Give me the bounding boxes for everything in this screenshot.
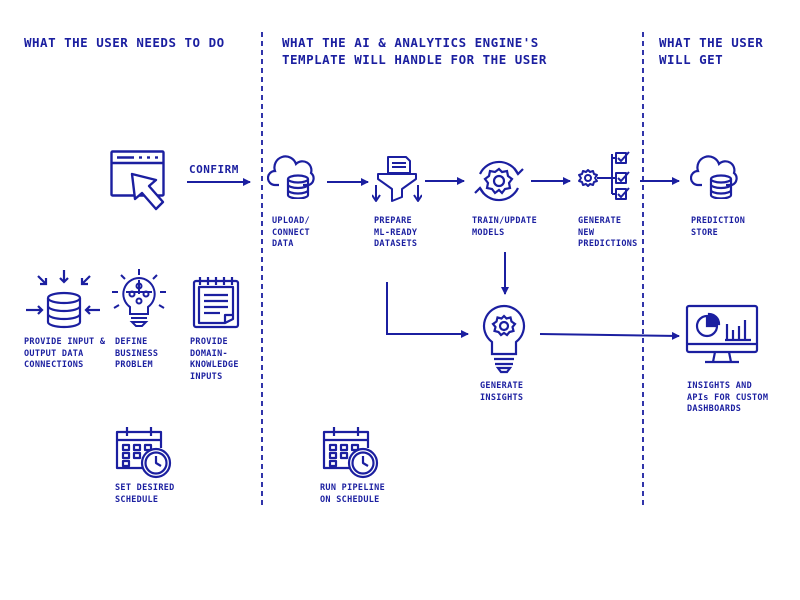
database-connections-icon <box>26 270 100 329</box>
label-knowledge: PROVIDE DOMAIN- KNOWLEDGE INPUTS <box>190 337 239 382</box>
calendar-clock-icon <box>115 427 172 479</box>
insights-lightbulb-icon <box>482 304 526 374</box>
header-user-gets: WHAT THE USER WILL GET <box>659 35 764 67</box>
label-schedule: SET DESIRED SCHEDULE <box>115 483 175 505</box>
label-pipeline: RUN PIPELINE ON SCHEDULE <box>320 483 386 505</box>
label-store: PREDICTION STORE <box>691 216 746 238</box>
browser-cursor-icon <box>110 150 165 211</box>
label-connections: PROVIDE INPUT & OUTPUT DATA CONNECTIONS <box>24 337 106 370</box>
confirm-label: CONFIRM <box>189 163 239 176</box>
label-predict: GENERATE NEW PREDICTIONS <box>578 216 638 249</box>
label-problem: DEFINE BUSINESS PROBLEM <box>115 337 159 370</box>
label-prepare: PREPARE ML-READY DATASETS <box>374 216 418 249</box>
calendar-clock-pipeline-icon <box>322 427 379 479</box>
lightbulb-puzzle-icon <box>112 269 166 327</box>
label-dashboards: INSIGHTS AND APIs FOR CUSTOM DASHBOARDS <box>687 381 769 414</box>
label-train: TRAIN/UPDATE MODELS <box>472 216 538 238</box>
header-engine-handles: WHAT THE AI & ANALYTICS ENGINE'S TEMPLAT… <box>282 35 547 67</box>
document-notes-icon <box>192 277 240 329</box>
gear-cycle-icon <box>474 160 524 202</box>
label-insights: GENERATE INSIGHTS <box>480 381 524 403</box>
gear-checklist-icon <box>578 151 630 200</box>
dashboard-monitor-icon <box>685 304 759 364</box>
header-user-needs: WHAT THE USER NEEDS TO DO <box>24 35 225 50</box>
label-upload: UPLOAD/ CONNECT DATA <box>272 216 310 249</box>
arrow-insights-dashboards <box>539 331 680 340</box>
prediction-store-cloud-icon <box>690 155 738 199</box>
arrow-prepare-insights <box>386 282 469 338</box>
cloud-database-icon <box>267 155 315 199</box>
funnel-icon <box>372 156 422 202</box>
